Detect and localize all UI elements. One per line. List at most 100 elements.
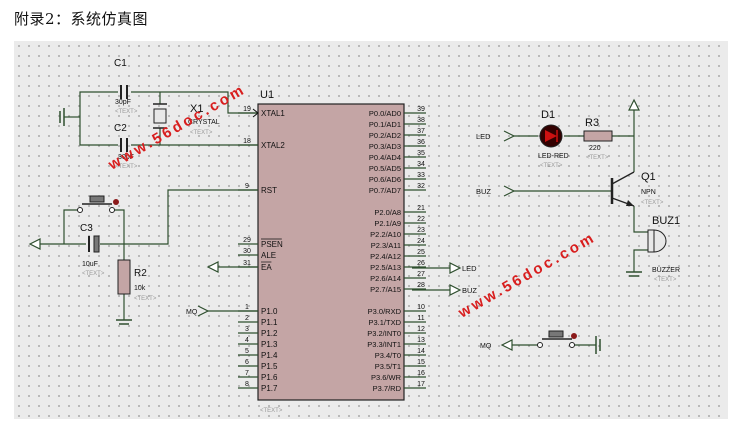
c2-ref: C2 (114, 123, 127, 134)
pin-label: P3.2/INT0 (367, 329, 401, 338)
d1-text-placeholder: <TEXT> (540, 163, 563, 169)
pin-number: 4 (245, 337, 249, 344)
pin-number: 14 (417, 348, 425, 355)
pin-number: 33 (417, 172, 425, 179)
pin-label: ALE (261, 251, 276, 260)
pin-number: 15 (417, 359, 425, 366)
r3-text-placeholder: <TEXT> (586, 155, 609, 161)
pin-number: 28 (417, 282, 425, 289)
pin-number: 3 (245, 326, 249, 333)
ic-pin-p1-2: 3 P1.2 (238, 326, 278, 338)
c3-text-placeholder: <TEXT> (82, 271, 105, 277)
d1-value: LED-RED (538, 153, 569, 160)
power-terminal-ea (206, 261, 219, 273)
ic-pin-p1-3: 4 P1.3 (238, 337, 278, 349)
buz1-value: BUZZER (652, 267, 680, 274)
mq-output-terminal (500, 339, 513, 351)
pin-number: 22 (417, 216, 425, 223)
pin-label: P1.4 (261, 351, 278, 360)
pin-number: 13 (417, 337, 425, 344)
c3-value: 10uF (82, 261, 98, 268)
pin-label: P3.7/RD (373, 384, 402, 393)
pin-label: P1.3 (261, 340, 278, 349)
q1-text-placeholder: <TEXT> (641, 200, 664, 206)
led-input-terminal (503, 130, 516, 142)
pin-number: 1 (245, 304, 249, 311)
pin-label: XTAL2 (261, 141, 285, 150)
pin-label: P0.5/AD5 (369, 164, 401, 173)
buz1-ref: BUZ1 (652, 215, 680, 227)
pin-number: 11 (417, 315, 424, 322)
q1-value: NPN (641, 189, 656, 196)
pin-number: 5 (245, 348, 249, 355)
d1-ref: D1 (541, 109, 555, 121)
power-terminal-reset (28, 238, 41, 250)
pin-label: P3.6/WR (371, 373, 402, 382)
pin-number: 36 (417, 139, 425, 146)
pin-label: P3.1/TXD (368, 318, 401, 327)
vcc-terminal (628, 98, 640, 111)
pin-label: EA (261, 263, 272, 272)
pin-label: P1.2 (261, 329, 278, 338)
r2-value: 10k (134, 285, 146, 292)
reset-button[interactable] (77, 195, 120, 213)
pin-number: 19 (243, 106, 251, 113)
pin-label: P1.5 (261, 362, 278, 371)
pin-label: P0.2/AD2 (369, 131, 401, 140)
ground-symbol-r2 (116, 319, 132, 325)
pin-label: P1.1 (261, 318, 278, 327)
c3-ref: C3 (80, 223, 93, 234)
pin-label: P0.6/AD6 (369, 175, 401, 184)
mq-input-label: MQ (186, 309, 198, 316)
buz-input-terminal (503, 185, 516, 197)
c2-value: 30pF (118, 154, 134, 161)
pin-number: 17 (417, 381, 425, 388)
watermark-text: www.56doc.com (455, 229, 599, 322)
ic-pin-p1-7: 8 P1.7 (238, 381, 278, 393)
pin-number: 27 (417, 271, 425, 278)
pin-label: P2.2/A10 (370, 230, 401, 239)
pin-label: P1.7 (261, 384, 278, 393)
pin-number: 8 (245, 381, 249, 388)
ic-pin-p1-4: 5 P1.4 (238, 348, 278, 360)
pin-label: P3.5/T1 (375, 362, 401, 371)
q1-ref: Q1 (641, 171, 656, 183)
pin-label: P2.1/A9 (374, 219, 401, 228)
r2-text-placeholder: <TEXT> (134, 296, 157, 302)
pin-label: P0.3/AD3 (369, 142, 401, 151)
pin-number: 7 (245, 370, 249, 377)
pin-number: 25 (417, 249, 425, 256)
ic-pin-p0-6-ad6: 33 P0.6/AD6 (369, 172, 426, 184)
pin-label: P3.3/INT1 (367, 340, 401, 349)
buz1-text-placeholder: <TEXT> (654, 277, 677, 283)
ground-symbol-mq (595, 336, 601, 354)
ic-text-placeholder: <TEXT> (260, 408, 283, 414)
mq-button[interactable] (537, 330, 578, 348)
pin-number: 26 (417, 260, 425, 267)
c1-ref: C1 (114, 58, 127, 69)
pin-number: 18 (243, 138, 251, 145)
pin-label: P0.1/AD1 (369, 120, 401, 129)
pin-label: P0.4/AD4 (369, 153, 401, 162)
